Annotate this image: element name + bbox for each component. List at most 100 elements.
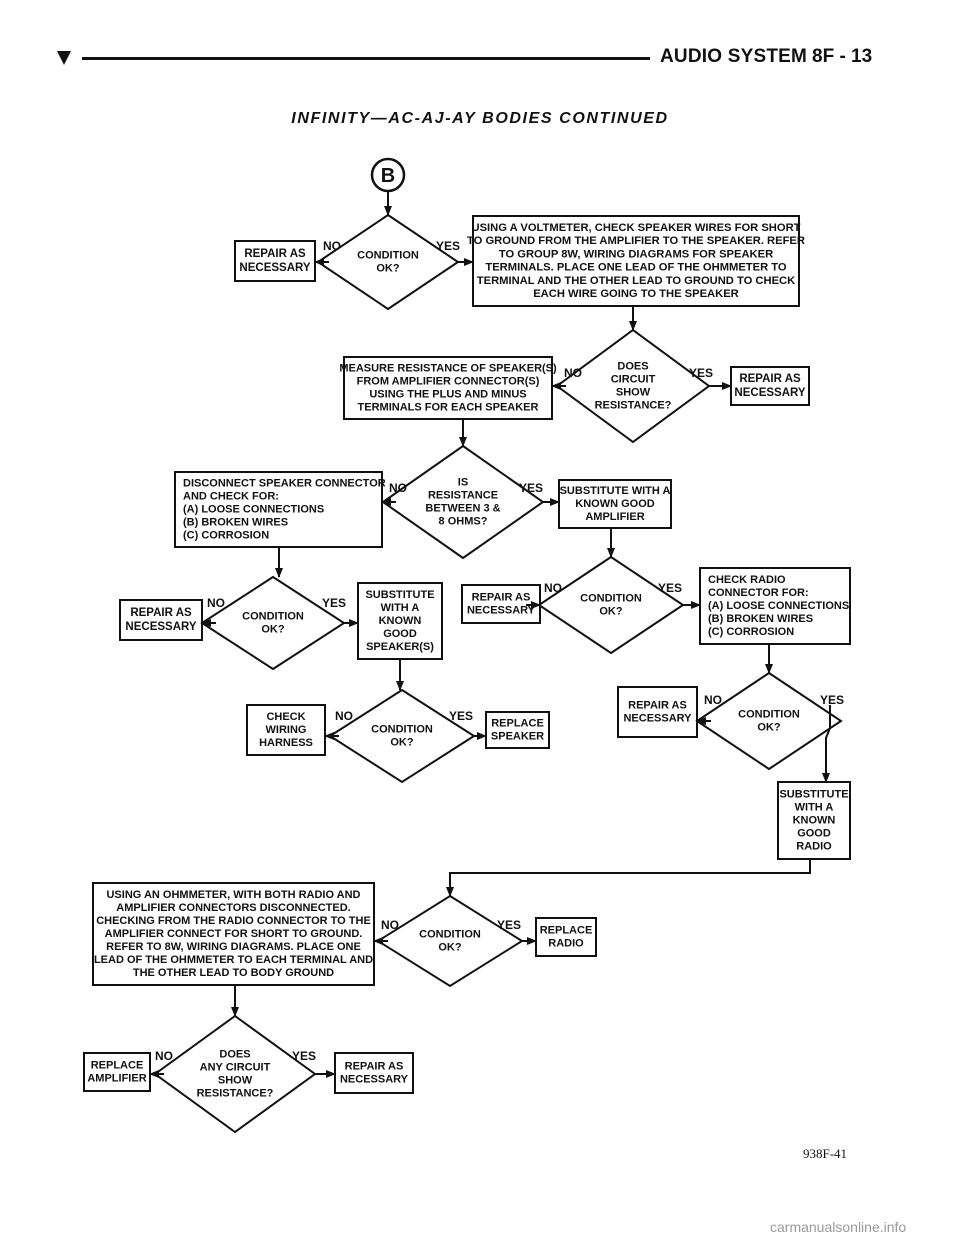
page-number: 8F - 13 [812, 46, 873, 67]
edge-label-no: NO [323, 239, 341, 253]
box-ohmmeter-check-line: CHECKING FROM THE RADIO CONNECTOR TO THE [96, 915, 371, 927]
box-ohmmeter-check-line: THE OTHER LEAD TO BODY GROUND [133, 967, 334, 979]
connector-b-icon: B [370, 157, 406, 193]
diamond-cond-4-line: CONDITION [738, 709, 800, 721]
box-check-radio-connector-line: (B) BROKEN WIRES [708, 613, 813, 625]
box-measure-resistance: MEASURE RESISTANCE OF SPEAKER(S)FROM AMP… [339, 356, 557, 420]
box-repair-6-line: REPAIR AS [345, 1061, 404, 1073]
box-disconnect-speaker-line: (B) BROKEN WIRES [183, 517, 288, 529]
box-substitute-speakers-line: SPEAKER(S) [366, 641, 434, 653]
box-check-speaker-wires: USING A VOLTMETER, CHECK SPEAKER WIRES F… [467, 215, 805, 307]
box-substitute-radio-line: WITH A [795, 802, 834, 814]
edge-label-no: NO [704, 693, 722, 707]
box-measure-resistance-line: USING THE PLUS AND MINUS [369, 389, 526, 401]
diamond-cond-2-line: CONDITION [580, 593, 642, 605]
diamond-circuit-resistance-line: SHOW [616, 387, 651, 399]
box-replace-amplifier-line: AMPLIFIER [87, 1073, 146, 1085]
box-substitute-radio-line: GOOD [797, 828, 831, 840]
triangle-marker-icon [57, 51, 71, 65]
box-repair-2-line: NECESSARY [734, 387, 805, 399]
edge-label-yes: YES [292, 1049, 316, 1063]
box-replace-speaker-line: REPLACE [491, 718, 544, 730]
box-substitute-speakers-line: KNOWN [379, 615, 422, 627]
diamond-cond-1-line: CONDITION [357, 250, 419, 262]
box-repair-5-line: REPAIR AS [628, 700, 687, 712]
box-repair-2: REPAIR AS NECESSARY [730, 366, 810, 406]
diamond-resistance-3-8-line: 8 OHMS? [439, 516, 488, 528]
diamond-cond-6-line: CONDITION [419, 929, 481, 941]
diamond-any-circuit-resistance-line: RESISTANCE? [197, 1088, 274, 1100]
diamond-cond-6-line: OK? [438, 942, 462, 954]
box-substitute-radio-line: RADIO [796, 841, 832, 853]
box-repair-3-line: NECESSARY [467, 605, 536, 617]
page-header: AUDIO SYSTEM 8F - 13 [0, 0, 960, 80]
box-check-speaker-wires-line: TERMINALS. PLACE ONE LEAD OF THE OHMMETE… [485, 262, 787, 274]
box-repair-1-line: REPAIR AS [244, 248, 306, 260]
edge-label-no: NO [207, 596, 225, 610]
edge-label-no: NO [544, 581, 562, 595]
edge-label-yes: YES [322, 596, 346, 610]
diamond-cond-5-line: CONDITION [371, 724, 433, 736]
box-check-radio-connector-line: CHECK RADIO [708, 574, 786, 586]
edge-label-yes: YES [658, 581, 682, 595]
edge-label-yes: YES [449, 709, 473, 723]
box-repair-1-line: NECESSARY [239, 262, 310, 274]
box-check-speaker-wires-line: TO GROUP 8W, WIRING DIAGRAMS FOR SPEAKER [499, 248, 773, 260]
box-check-radio-connector-line: CONNECTOR FOR: [708, 587, 809, 599]
diamond-cond-3-line: CONDITION [242, 611, 304, 623]
edge-label-no: NO [155, 1049, 173, 1063]
box-disconnect-speaker-line: (A) LOOSE CONNECTIONS [183, 504, 324, 516]
box-check-wiring-harness-line: WIRING [266, 724, 307, 736]
box-check-wiring-harness-line: CHECK [266, 711, 305, 723]
box-repair-2-line: REPAIR AS [739, 373, 801, 385]
box-repair-5-line: NECESSARY [623, 713, 692, 725]
box-replace-amplifier-line: REPLACE [91, 1060, 144, 1072]
diamond-resistance-3-8-line: RESISTANCE [428, 490, 498, 502]
diamond-circuit-resistance-line: RESISTANCE? [595, 400, 672, 412]
diamond-resistance-3-8-line: BETWEEN 3 & [425, 503, 500, 515]
diagram-subtitle: INFINITY—AC-AJ-AY BODIES CONTINUED [291, 110, 669, 127]
box-check-speaker-wires-line: USING A VOLTMETER, CHECK SPEAKER WIRES F… [471, 222, 800, 234]
box-substitute-amp-line: KNOWN GOOD [575, 498, 654, 510]
box-repair-1: REPAIR AS NECESSARY [234, 240, 316, 282]
diamond-cond-5-line: OK? [390, 737, 414, 749]
edge-label-no: NO [564, 366, 582, 380]
box-replace-radio-line: RADIO [548, 938, 584, 950]
connector-b-label: B [381, 165, 395, 187]
flow-arrow [822, 705, 831, 783]
diamond-circuit-resistance-line: CIRCUIT [611, 374, 656, 386]
watermark: carmanualsonline.info [770, 1219, 907, 1235]
box-ohmmeter-check-line: USING AN OHMMETER, WITH BOTH RADIO AND [106, 889, 360, 901]
edge-label-yes: YES [436, 239, 460, 253]
box-check-speaker-wires-line: TERMINAL AND THE OTHER LEAD TO GROUND TO… [477, 275, 795, 287]
box-ohmmeter-check-line: AMPLIFIER CONNECT FOR SHORT TO GROUND. [105, 928, 363, 940]
box-check-speaker-wires-line: EACH WIRE GOING TO THE SPEAKER [533, 288, 739, 300]
figure-reference: 938F-41 [803, 1146, 848, 1161]
box-substitute-amp-line: SUBSTITUTE WITH A [560, 485, 671, 497]
box-ohmmeter-check: USING AN OHMMETER, WITH BOTH RADIO AND AM… [92, 882, 375, 986]
box-check-speaker-wires-line: TO GROUND FROM THE AMPLIFIER TO THE SPEA… [467, 235, 805, 247]
box-measure-resistance-line: MEASURE RESISTANCE OF SPEAKER(S) [339, 363, 557, 375]
box-disconnect-speaker-line: (C) CORROSION [183, 530, 269, 542]
box-repair-4-line: REPAIR AS [130, 607, 192, 619]
box-disconnect-speaker-line: AND CHECK FOR: [183, 491, 279, 503]
diamond-any-circuit-resistance-line: DOES [219, 1049, 250, 1061]
diamond-cond-4-line: OK? [757, 722, 781, 734]
box-measure-resistance-line: TERMINALS FOR EACH SPEAKER [358, 402, 539, 414]
diamond-cond-2-line: OK? [599, 606, 623, 618]
